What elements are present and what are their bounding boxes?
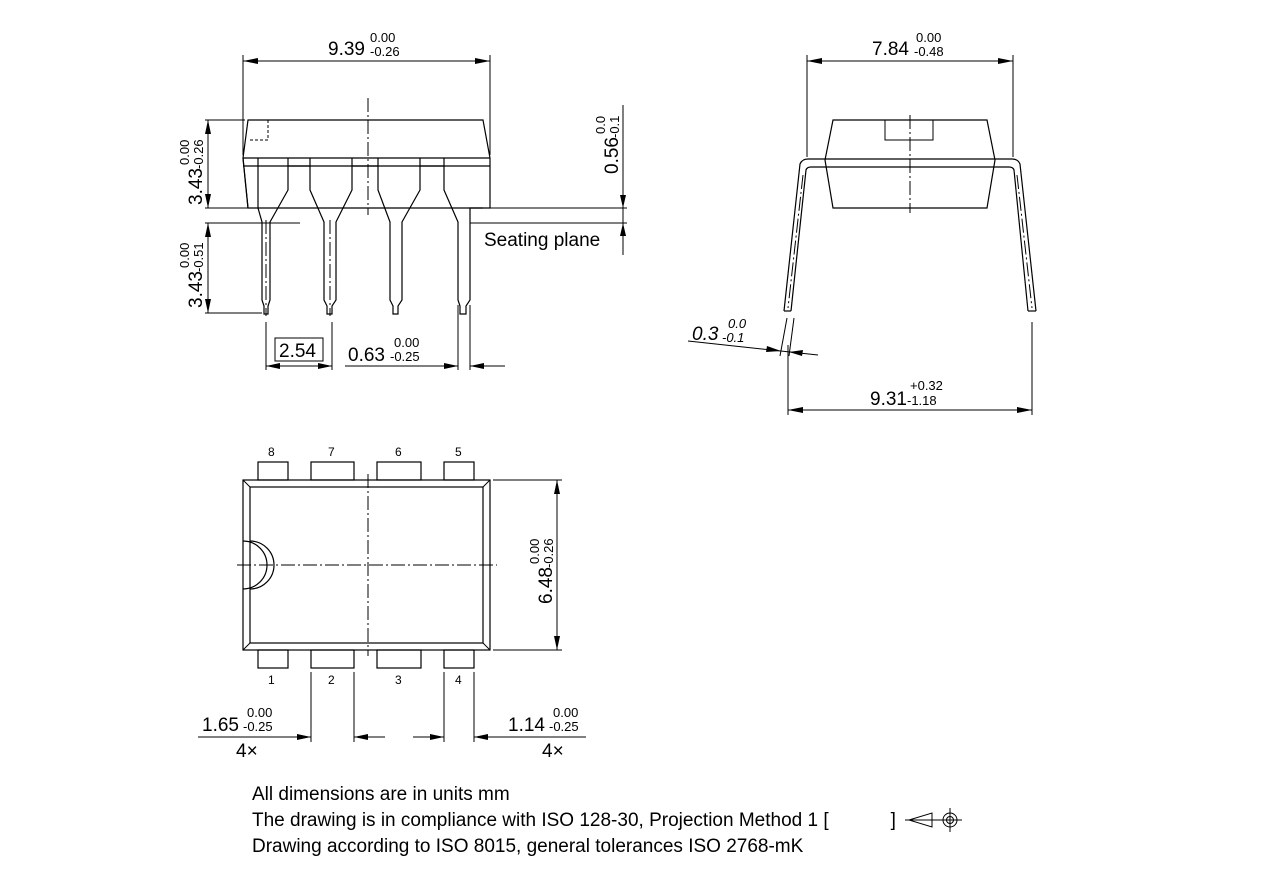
svg-text:0.56: 0.56 <box>602 137 623 174</box>
basic-dimension-box <box>274 337 324 362</box>
svg-text:-0.1: -0.1 <box>722 330 744 345</box>
front-view: 9.39 0.00 -0.26 3.43 0.00 -0.26 3.43 0.0… <box>177 30 627 370</box>
svg-text:4: 4 <box>455 673 462 687</box>
svg-text:0.0: 0.0 <box>728 316 747 331</box>
svg-text:0.63: 0.63 <box>348 345 385 366</box>
svg-text:0.00: 0.00 <box>527 539 542 564</box>
seating-plane-label: Seating plane <box>484 230 600 251</box>
note-units: All dimensions are in units mm <box>252 784 510 805</box>
note-projection: The drawing is in compliance with ISO 12… <box>252 810 896 831</box>
svg-text:0.00: 0.00 <box>370 30 395 45</box>
svg-text:0.00: 0.00 <box>394 335 419 350</box>
svg-text:-0.48: -0.48 <box>914 44 944 59</box>
svg-text:0.00: 0.00 <box>177 140 192 165</box>
top-view: 8 7 6 5 1 2 3 4 6.48 0.00 -0.26 1.65 0.0… <box>198 445 586 762</box>
note-tolerances: Drawing according to ISO 8015, general t… <box>252 836 804 857</box>
svg-text:-0.26: -0.26 <box>191 139 206 169</box>
svg-text:-0.1: -0.1 <box>607 116 622 138</box>
svg-text:7.84: 7.84 <box>872 39 909 60</box>
first-angle-projection-icon <box>905 808 962 832</box>
svg-text:+0.32: +0.32 <box>910 378 943 393</box>
svg-text:4×: 4× <box>236 741 258 762</box>
svg-text:3: 3 <box>395 673 402 687</box>
package-body-front <box>242 119 491 209</box>
svg-text:8: 8 <box>268 445 275 459</box>
front-pins <box>257 158 483 316</box>
svg-text:-0.26: -0.26 <box>370 44 400 59</box>
drawing-notes: All dimensions are in units mm The drawi… <box>252 782 896 860</box>
svg-text:-0.51: -0.51 <box>191 242 206 272</box>
svg-text:-0.26: -0.26 <box>541 538 556 568</box>
svg-text:-0.25: -0.25 <box>549 719 579 734</box>
svg-text:0.3: 0.3 <box>692 324 719 345</box>
svg-text:4×: 4× <box>542 741 564 762</box>
svg-text:6: 6 <box>395 445 402 459</box>
svg-text:0.00: 0.00 <box>247 705 272 720</box>
side-view: 7.84 0.00 -0.48 0.3 0.0 -0.1 9.31 +0.32 … <box>687 30 1037 415</box>
svg-text:2: 2 <box>328 673 335 687</box>
svg-text:5: 5 <box>455 445 462 459</box>
svg-text:9.39: 9.39 <box>328 39 365 60</box>
svg-text:-0.25: -0.25 <box>390 349 420 364</box>
svg-text:0.00: 0.00 <box>553 705 578 720</box>
svg-text:2.54: 2.54 <box>279 341 316 362</box>
svg-text:9.31: 9.31 <box>870 389 907 410</box>
pin1-notch <box>884 119 934 141</box>
svg-text:0.00: 0.00 <box>916 30 941 45</box>
svg-text:-0.25: -0.25 <box>243 719 273 734</box>
svg-text:1: 1 <box>268 673 275 687</box>
svg-text:1.14: 1.14 <box>508 715 545 736</box>
package-body-side <box>824 119 996 209</box>
svg-text:-1.18: -1.18 <box>907 393 937 408</box>
pin1-marker <box>248 120 269 141</box>
svg-text:6.48: 6.48 <box>536 567 557 604</box>
svg-text:1.65: 1.65 <box>202 715 239 736</box>
svg-text:3.43: 3.43 <box>186 271 207 308</box>
svg-text:0.00: 0.00 <box>177 243 192 268</box>
svg-text:0.0: 0.0 <box>593 116 608 134</box>
svg-text:7: 7 <box>328 445 335 459</box>
svg-text:3.43: 3.43 <box>186 168 207 205</box>
